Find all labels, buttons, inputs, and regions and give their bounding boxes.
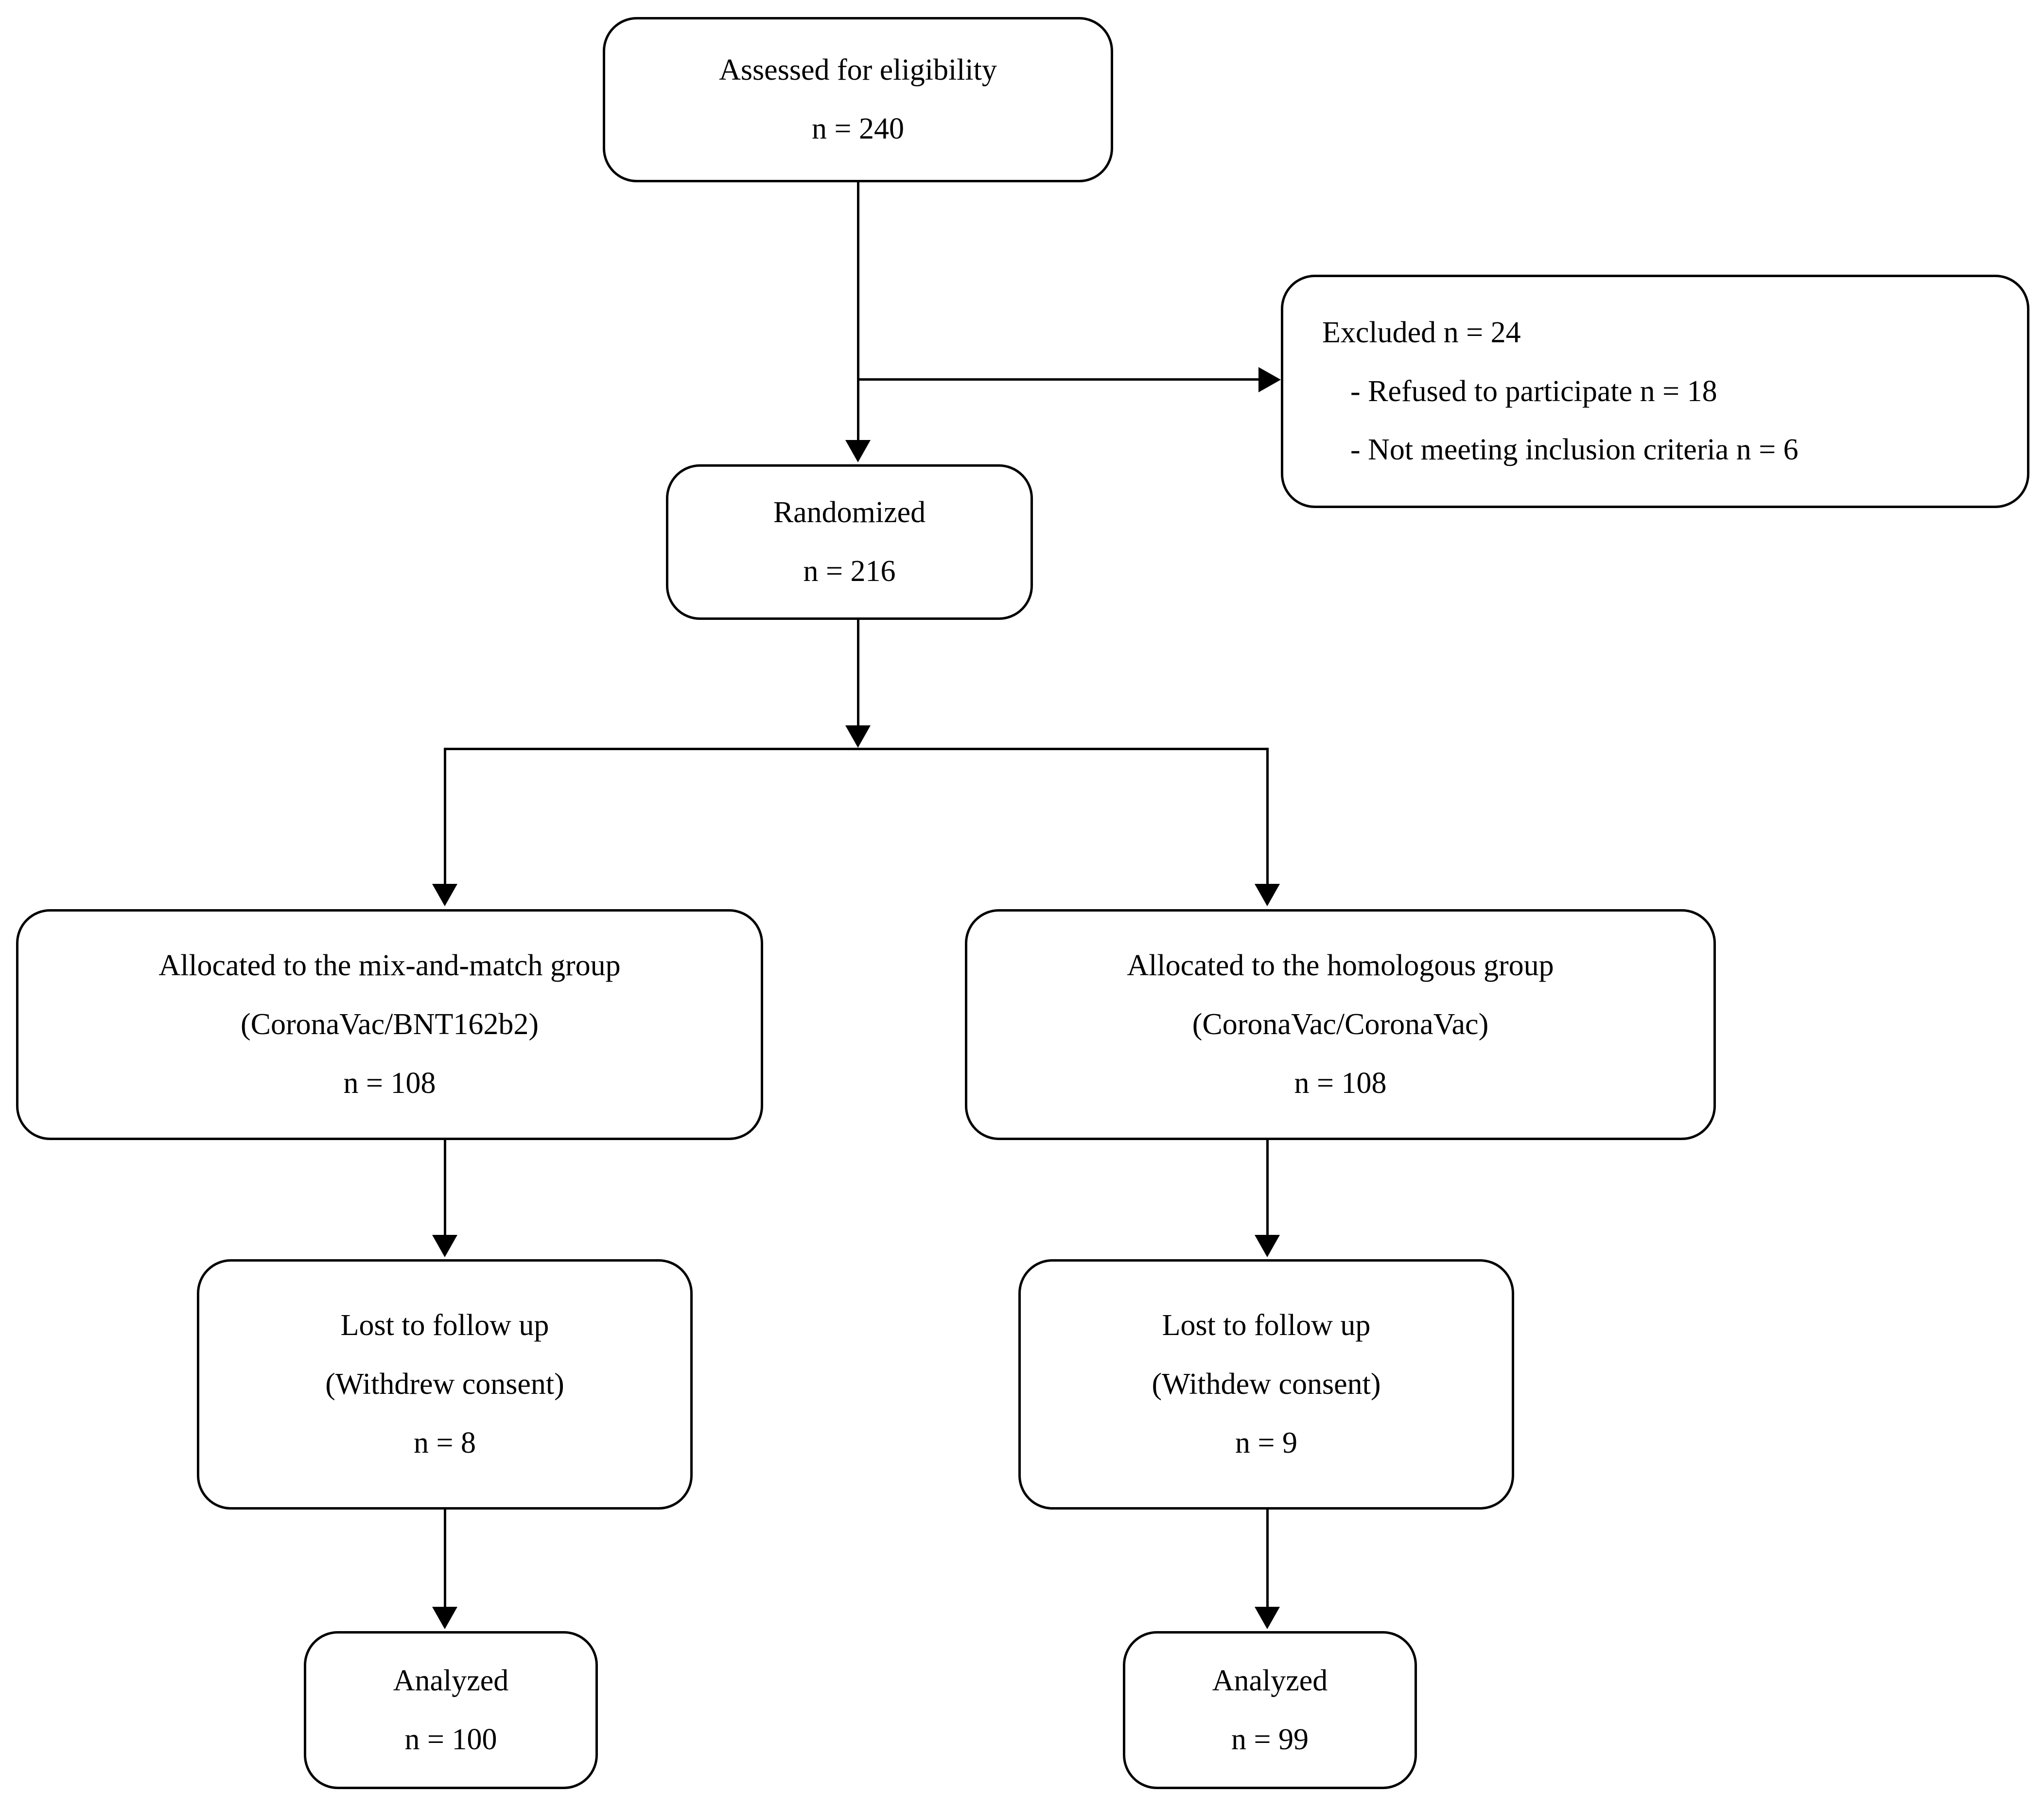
allocated-left-count: n = 108 — [343, 1066, 436, 1100]
connector-assessed-to-excluded — [857, 378, 1260, 381]
excluded-title: Excluded n = 24 — [1322, 316, 1521, 349]
allocated-left-title: Allocated to the mix-and-match group — [158, 949, 621, 983]
arrowhead-into-allocated-left — [432, 884, 457, 906]
arrowhead-into-excluded — [1258, 367, 1281, 392]
arrowhead-into-randomized — [845, 440, 871, 462]
randomized-count: n = 216 — [803, 555, 896, 588]
allocated-right-count: n = 108 — [1294, 1066, 1387, 1100]
node-lost-to-follow-up-right[interactable]: Lost to follow up (Withdew consent) n = … — [1018, 1259, 1514, 1510]
connector-allocated-left-to-lost-left — [444, 1140, 446, 1237]
randomized-title: Randomized — [773, 496, 926, 529]
connector-lost-right-to-analyzed-right — [1266, 1510, 1269, 1609]
lost-right-count: n = 9 — [1235, 1426, 1297, 1459]
lost-right-title: Lost to follow up — [1162, 1309, 1371, 1342]
analyzed-right-title: Analyzed — [1212, 1664, 1328, 1697]
connector-assessed-to-randomized — [857, 182, 859, 442]
node-analyzed-right[interactable]: Analyzed n = 99 — [1123, 1631, 1417, 1789]
connector-split-to-allocated-left — [444, 748, 446, 889]
analyzed-left-title: Analyzed — [393, 1664, 509, 1697]
arrowhead-into-analyzed-right — [1255, 1607, 1280, 1629]
analyzed-right-count: n = 99 — [1231, 1723, 1309, 1756]
node-analyzed-left[interactable]: Analyzed n = 100 — [304, 1631, 598, 1789]
connector-lost-left-to-analyzed-left — [444, 1510, 446, 1609]
node-lost-to-follow-up-left[interactable]: Lost to follow up (Withdrew consent) n =… — [197, 1259, 693, 1510]
lost-left-title: Lost to follow up — [340, 1309, 549, 1342]
split-bar-randomized — [444, 748, 1269, 750]
node-allocated-mix-and-match[interactable]: Allocated to the mix-and-match group (Co… — [16, 909, 763, 1140]
excluded-reason-criteria: - Not meeting inclusion criteria n = 6 — [1350, 433, 1799, 467]
lost-left-reason: (Withdrew consent) — [325, 1368, 564, 1401]
connector-allocated-right-to-lost-right — [1266, 1140, 1269, 1237]
allocated-right-title: Allocated to the homologous group — [1127, 949, 1554, 983]
node-assessed-for-eligibility[interactable]: Assessed for eligibility n = 240 — [603, 17, 1113, 182]
node-allocated-homologous[interactable]: Allocated to the homologous group (Coron… — [965, 909, 1716, 1140]
lost-right-reason: (Withdew consent) — [1152, 1368, 1381, 1401]
lost-left-count: n = 8 — [414, 1426, 476, 1459]
assessed-count: n = 240 — [812, 112, 904, 145]
connector-randomized-to-split — [857, 620, 859, 732]
arrowhead-into-allocated-right — [1255, 884, 1280, 906]
connector-split-to-allocated-right — [1266, 748, 1269, 889]
allocated-left-regimen: (CoronaVac/BNT162b2) — [241, 1008, 539, 1041]
node-randomized[interactable]: Randomized n = 216 — [666, 464, 1033, 620]
arrowhead-into-lost-left — [432, 1235, 457, 1257]
node-excluded[interactable]: Excluded n = 24 - Refused to participate… — [1281, 275, 2029, 508]
arrowhead-into-analyzed-left — [432, 1607, 457, 1629]
allocated-right-regimen: (CoronaVac/CoronaVac) — [1192, 1008, 1489, 1041]
analyzed-left-count: n = 100 — [404, 1723, 497, 1756]
arrowhead-into-split-bar — [845, 725, 871, 748]
arrowhead-into-lost-right — [1255, 1235, 1280, 1257]
assessed-title: Assessed for eligibility — [719, 53, 997, 87]
excluded-reason-refused: - Refused to participate n = 18 — [1350, 374, 1717, 408]
